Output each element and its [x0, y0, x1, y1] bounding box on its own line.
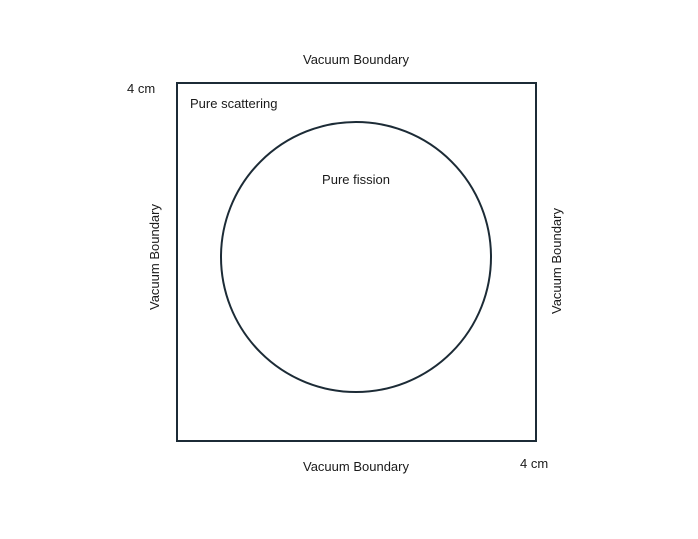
outer-region-label: Pure scattering	[190, 96, 278, 111]
square-domain	[176, 82, 537, 442]
top-left-dimension-label: 4 cm	[127, 81, 156, 96]
bottom-boundary-label: Vacuum Boundary	[303, 459, 409, 474]
top-boundary-label: Vacuum Boundary	[303, 52, 409, 67]
circular-region	[220, 121, 492, 393]
inner-region-label: Pure fission	[322, 172, 390, 187]
bottom-right-dimension-label: 4 cm	[520, 456, 549, 471]
left-boundary-label: Vacuum Boundary	[147, 204, 162, 310]
right-boundary-label: Vacuum Boundary	[549, 208, 564, 314]
